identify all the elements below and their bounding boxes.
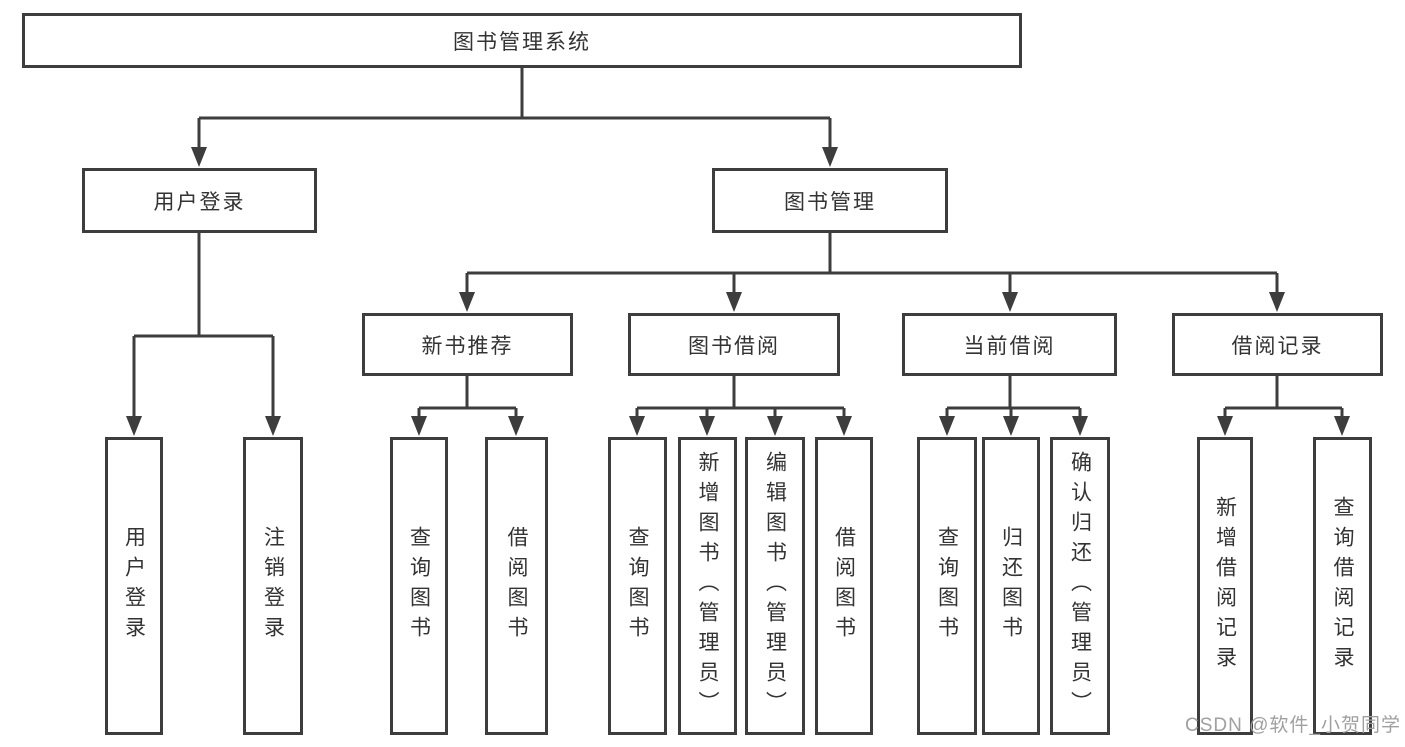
arrow-icon [1269,292,1285,312]
leaf-query-borrow-record: 查询借阅记录 [1313,437,1372,735]
node-user-login: 用户登录 [82,168,317,233]
leaf-add-book-admin: 新增图书（管理员） [678,437,737,735]
leaf-borrow-book: 借阅图书 [815,437,873,735]
arrow-icon [836,416,852,436]
arrow-icon [459,292,475,312]
node-root: 图书管理系统 [22,13,1022,68]
leaf-edit-book-admin-label: 编辑图书（管理员） [763,451,787,721]
arrow-icon [191,147,207,167]
node-book-management-label: 图书管理 [784,190,876,214]
arrow-icon [767,416,783,436]
leaf-query-borrow-record-label: 查询借阅记录 [1331,496,1354,676]
arrow-icon [1003,416,1019,436]
leaf-borrow-query-book: 查询图书 [608,437,667,735]
leaf-borrow-query-book-label: 查询图书 [626,526,649,646]
arrow-icon [265,416,281,436]
arrow-icon [1072,416,1088,436]
node-user-login-label: 用户登录 [153,190,246,214]
csdn-watermark: CSDN @软件_小贺同学 [1185,715,1401,736]
arrow-icon [699,416,715,436]
node-borrow-record: 借阅记录 [1172,313,1383,376]
arrow-icon [1334,416,1350,436]
arrow-icon [822,147,838,167]
node-new-book-recommend: 新书推荐 [362,313,573,376]
arrow-icon [1002,292,1018,312]
leaf-current-query-book: 查询图书 [917,437,977,735]
arrow-icon [726,292,742,312]
node-book-management: 图书管理 [712,168,948,233]
connector-paths [132,68,1344,418]
leaf-return-book-label: 归还图书 [999,526,1023,646]
node-root-label: 图书管理系统 [453,30,591,54]
leaf-borrow-book-label: 借阅图书 [832,526,856,646]
arrow-icon [939,416,955,436]
arrow-icon [126,416,142,436]
arrow-icon [1217,416,1233,436]
leaf-recommend-query-book-label: 查询图书 [407,526,431,646]
node-new-book-recommend-label: 新书推荐 [421,334,514,358]
node-borrow-record-label: 借阅记录 [1231,334,1324,358]
leaf-return-book: 归还图书 [982,437,1040,735]
leaf-recommend-query-book: 查询图书 [390,437,448,735]
arrowheads [126,147,1350,436]
arrow-icon [629,416,645,436]
arrow-icon [411,416,427,436]
leaf-add-borrow-record-label: 新增借阅记录 [1213,496,1237,676]
leaf-recommend-borrow-book: 借阅图书 [485,437,548,735]
leaf-add-book-admin-label: 新增图书（管理员） [696,451,719,721]
leaf-confirm-return-admin: 确认归还（管理员） [1050,437,1110,735]
leaf-add-borrow-record: 新增借阅记录 [1197,437,1253,735]
node-current-borrow-label: 当前借阅 [963,334,1056,358]
leaf-confirm-return-admin-label: 确认归还（管理员） [1068,451,1092,721]
leaf-user-login: 用户登录 [105,437,163,735]
node-book-borrow: 图书借阅 [628,313,840,376]
leaf-current-query-book-label: 查询图书 [935,526,959,646]
arrow-icon [508,416,524,436]
leaf-recommend-borrow-book-label: 借阅图书 [505,526,528,646]
leaf-user-login-label: 用户登录 [122,526,146,646]
leaf-logout: 注销登录 [243,437,303,735]
node-book-borrow-label: 图书借阅 [688,334,780,358]
leaf-logout-label: 注销登录 [261,526,285,646]
node-current-borrow: 当前借阅 [902,313,1117,376]
leaf-edit-book-admin: 编辑图书（管理员） [745,437,805,735]
